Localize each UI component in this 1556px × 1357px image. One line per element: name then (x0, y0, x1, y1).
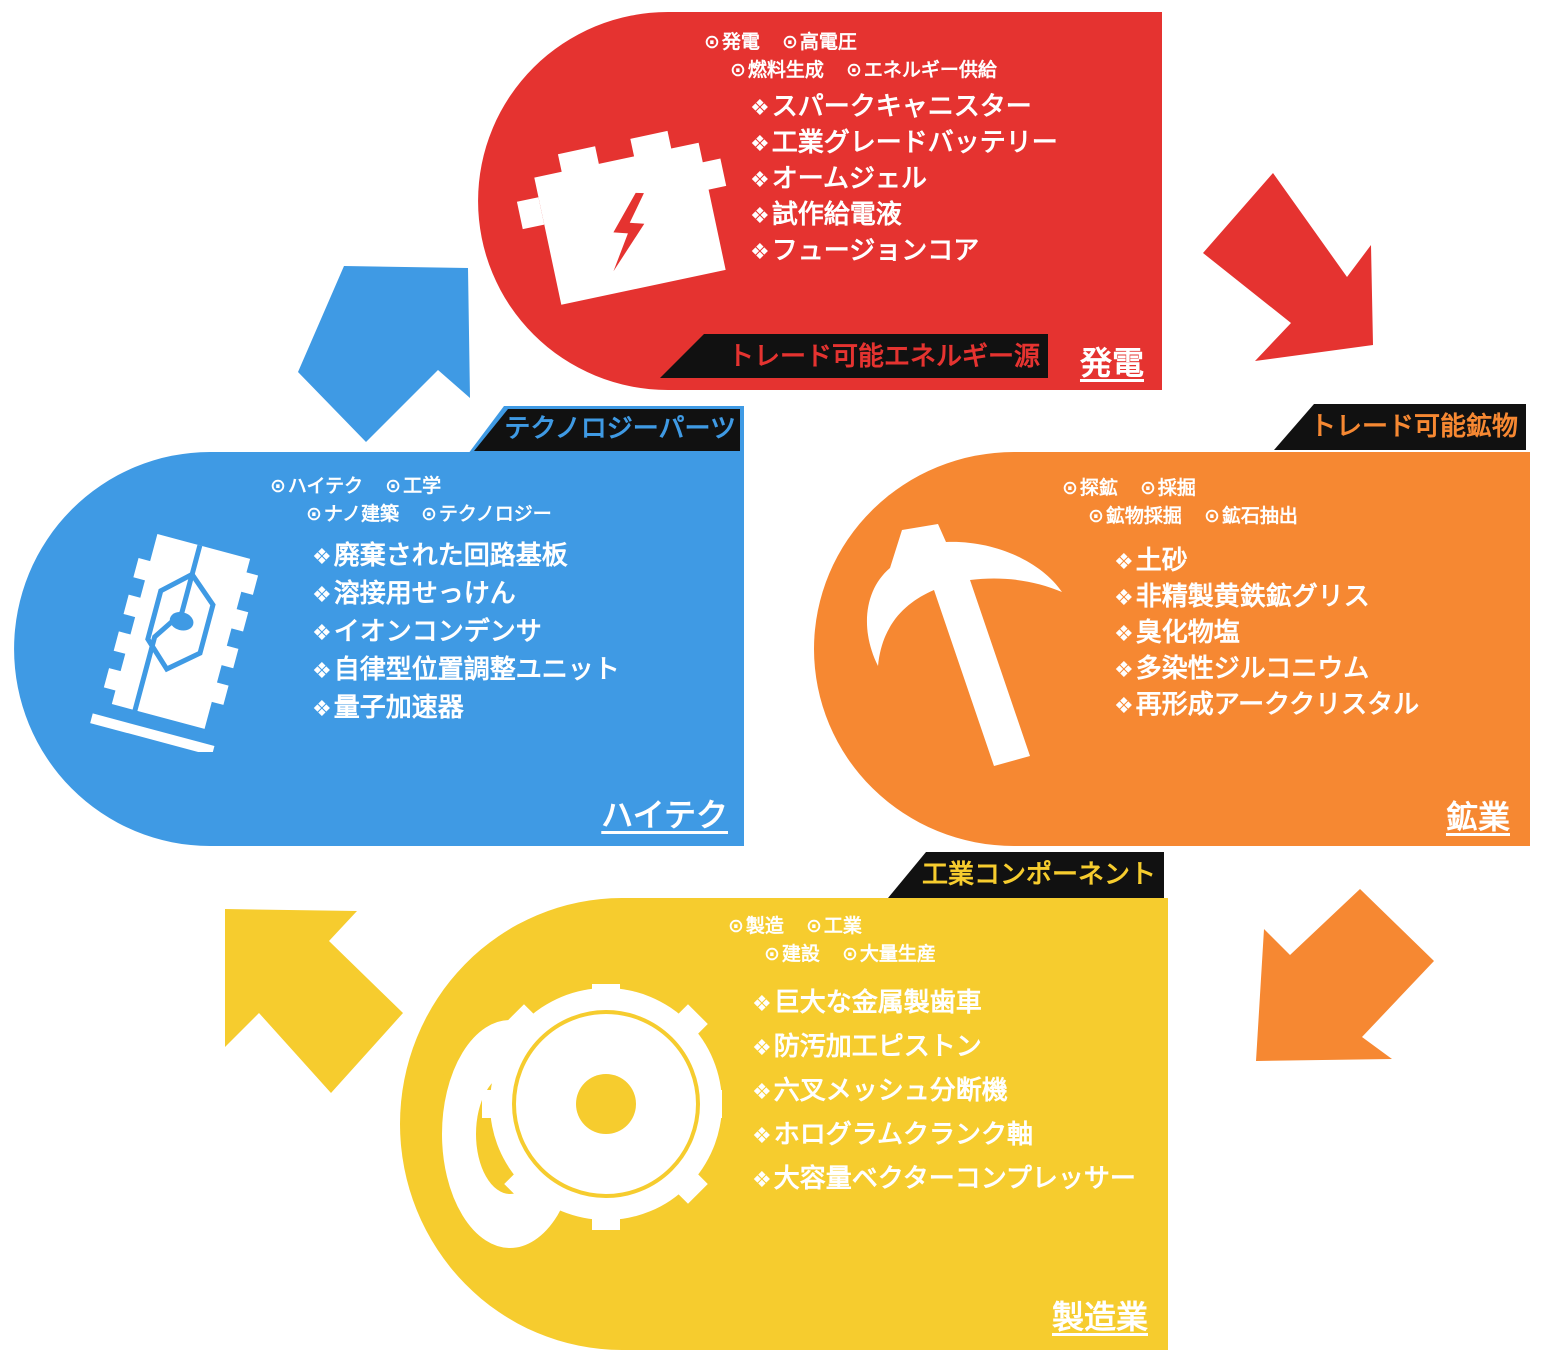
arrow-power-to-mining (1203, 173, 1373, 361)
gears-icon (434, 984, 722, 1254)
tag: ハイテク (270, 472, 363, 500)
sector-label: 鉱業 (1445, 798, 1510, 836)
pickaxe-icon (866, 524, 1062, 766)
category-badge: トレード可能鉱物 (1274, 404, 1526, 450)
arrow-manufacturing-to-hightech (225, 909, 403, 1093)
list-item: ホログラムクランク軸 (752, 1114, 1136, 1158)
list-item: 巨大な金属製歯車 (752, 982, 1136, 1026)
power-card: 発電 高電圧 燃料生成 エネルギー供給 スパークキャニスター 工業グレードバッテ… (478, 12, 1162, 390)
category-badge: 工業コンポーネント (888, 852, 1164, 898)
list-item: 溶接用せっけん (312, 576, 620, 614)
tag: 燃料生成 (730, 56, 824, 84)
category-badge: テクノロジーパーツ (468, 406, 744, 454)
list-item: オームジェル (750, 162, 1058, 198)
hightech-card: テクノロジーパーツ ハイテク 工学 ナノ建築 テクノロジー 廃棄された回路基板 … (14, 404, 744, 846)
list-item: フュージョンコア (750, 234, 1058, 270)
arrow-mining-to-manufacturing (1256, 889, 1434, 1061)
list-item: 工業グレードバッテリー (750, 126, 1058, 162)
tag: 工学 (385, 472, 441, 500)
tag: 高電圧 (782, 28, 857, 56)
list-item: 六叉メッシュ分断機 (752, 1070, 1136, 1114)
list-item: 防汚加工ピストン (752, 1026, 1136, 1070)
sector-label: 製造業 (1051, 1298, 1148, 1336)
list-item: 大容量ベクターコンプレッサー (752, 1158, 1136, 1202)
battery-icon (516, 130, 727, 305)
category-badge: トレード可能エネルギー源 (660, 334, 1048, 378)
tag: 鉱物採掘 (1088, 502, 1182, 530)
tag: 大量生産 (842, 940, 936, 968)
list-item: 臭化物塩 (1114, 616, 1419, 652)
tag: 探鉱 (1062, 474, 1118, 502)
list-item: 量子加速器 (312, 690, 620, 728)
tag: 製造 (728, 912, 784, 940)
tag: ナノ建築 (306, 500, 399, 528)
tag: エネルギー供給 (846, 56, 997, 84)
list-item: 自律型位置調整ユニット (312, 652, 620, 690)
tag: 採掘 (1140, 474, 1196, 502)
tag: 建設 (764, 940, 820, 968)
arrow-hightech-to-power (298, 266, 470, 442)
tag: 鉱石抽出 (1204, 502, 1298, 530)
sector-label: 発電 (1079, 344, 1144, 382)
circuit-board-icon (90, 534, 259, 752)
list-item: 試作給電液 (750, 198, 1058, 234)
tag: テクノロジー (421, 500, 552, 528)
sector-label: ハイテク (601, 796, 728, 834)
list-item: 廃棄された回路基板 (312, 538, 620, 576)
list-item: 非精製黄鉄鉱グリス (1114, 580, 1419, 616)
mining-card: トレード可能鉱物 探鉱 採掘 鉱物採掘 鉱石抽出 土砂 非精製黄鉄鉱グリス 臭化… (814, 400, 1530, 846)
list-item: スパークキャニスター (750, 90, 1058, 126)
list-item: イオンコンデンサ (312, 614, 620, 652)
tag: 発電 (704, 28, 760, 56)
list-item: 再形成アーククリスタル (1114, 688, 1419, 724)
tag: 工業 (806, 912, 862, 940)
manufacturing-card: 工業コンポーネント 製造 工業 建設 大量生産 巨大な金属製歯車 防汚加工 (400, 850, 1168, 1350)
list-item: 多染性ジルコニウム (1114, 652, 1419, 688)
list-item: 土砂 (1114, 544, 1419, 580)
